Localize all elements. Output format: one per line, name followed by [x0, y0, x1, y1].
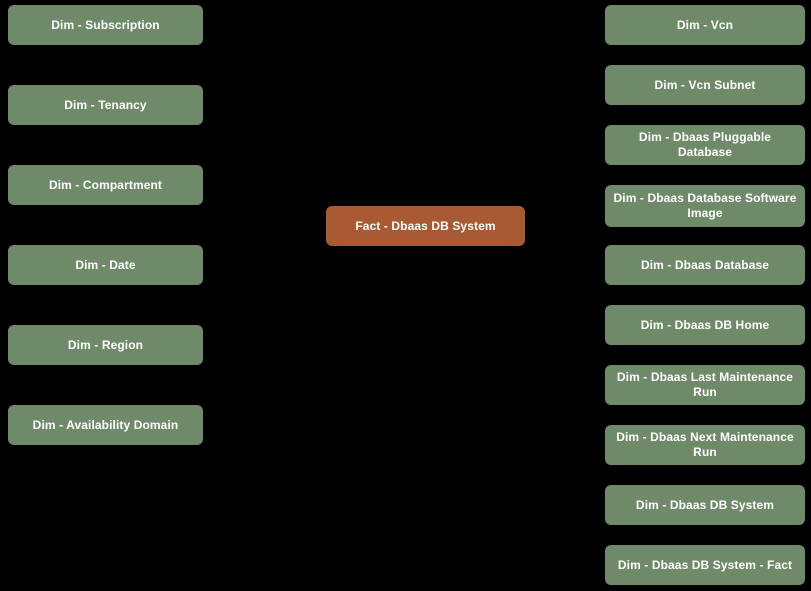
dimension-node-left-2[interactable]: Dim - Compartment	[8, 165, 203, 205]
dimension-node-right-1-label: Dim - Vcn Subnet	[654, 77, 756, 92]
dimension-node-left-2-label: Dim - Compartment	[48, 177, 163, 192]
dimension-node-right-9-label: Dim - Dbaas DB System - Fact	[617, 557, 793, 572]
dimension-node-right-4-label: Dim - Dbaas Database	[640, 257, 770, 272]
dimension-node-right-6-label: Dim - Dbaas Last Maintenance Run	[616, 370, 794, 399]
dimension-node-right-6[interactable]: Dim - Dbaas Last Maintenance Run	[605, 365, 805, 405]
dimension-node-right-8[interactable]: Dim - Dbaas DB System	[605, 485, 805, 525]
fact-node-0[interactable]: Fact - Dbaas DB System	[326, 206, 525, 246]
dimension-node-right-0[interactable]: Dim - Vcn	[605, 5, 805, 45]
dimension-node-right-5[interactable]: Dim - Dbaas DB Home	[605, 305, 805, 345]
dimension-node-right-8-label: Dim - Dbaas DB System	[635, 497, 775, 512]
dimension-node-right-0-label: Dim - Vcn	[676, 17, 734, 32]
dimension-node-right-3-label: Dim - Dbaas Database Software Image	[613, 191, 797, 220]
dimension-node-left-4[interactable]: Dim - Region	[8, 325, 203, 365]
dimension-node-left-4-label: Dim - Region	[67, 337, 144, 352]
dimension-node-left-3-label: Dim - Date	[75, 257, 136, 272]
dimension-node-right-7[interactable]: Dim - Dbaas Next Maintenance Run	[605, 425, 805, 465]
dimension-node-left-5-label: Dim - Availability Domain	[32, 417, 179, 432]
dimension-node-right-2[interactable]: Dim - Dbaas Pluggable Database	[605, 125, 805, 165]
dimension-node-right-1[interactable]: Dim - Vcn Subnet	[605, 65, 805, 105]
dimension-node-left-0-label: Dim - Subscription	[51, 17, 160, 32]
dimension-node-right-4[interactable]: Dim - Dbaas Database	[605, 245, 805, 285]
dimension-node-right-2-label: Dim - Dbaas Pluggable Database	[638, 130, 772, 159]
dimension-node-left-0[interactable]: Dim - Subscription	[8, 5, 203, 45]
fact-node-0-label: Fact - Dbaas DB System	[355, 218, 496, 233]
dimension-node-left-1[interactable]: Dim - Tenancy	[8, 85, 203, 125]
dimension-node-right-3[interactable]: Dim - Dbaas Database Software Image	[605, 185, 805, 227]
dimension-node-right-5-label: Dim - Dbaas DB Home	[640, 317, 770, 332]
dimension-node-left-3[interactable]: Dim - Date	[8, 245, 203, 285]
dimension-node-left-1-label: Dim - Tenancy	[64, 97, 147, 112]
dimension-node-right-7-label: Dim - Dbaas Next Maintenance Run	[616, 430, 794, 459]
dimension-node-right-9[interactable]: Dim - Dbaas DB System - Fact	[605, 545, 805, 585]
dimension-node-left-5[interactable]: Dim - Availability Domain	[8, 405, 203, 445]
